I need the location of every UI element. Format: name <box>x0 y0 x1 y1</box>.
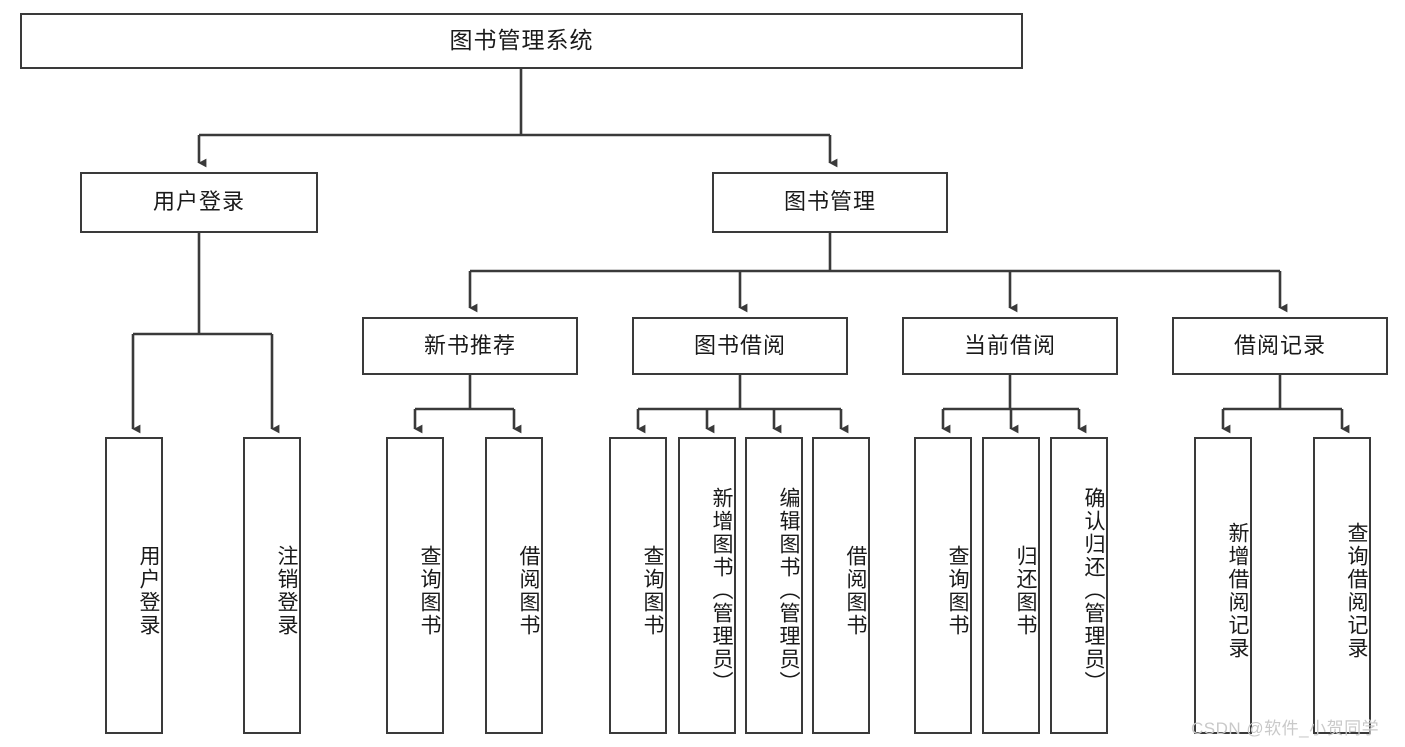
node-book-management[interactable]: 图书管理 <box>712 172 948 233</box>
leaf-borrow-book[interactable]: 借阅图书 <box>812 437 870 734</box>
node-label: 新增图书（管理员） <box>710 487 733 694</box>
node-label: 用户登录 <box>152 189 245 215</box>
node-label: 查询借阅记录 <box>1345 521 1368 660</box>
node-label: 图书管理系统 <box>449 27 594 54</box>
leaf-query-book-recommend[interactable]: 查询图书 <box>386 437 444 734</box>
leaf-query-book-borrow[interactable]: 查询图书 <box>609 437 667 734</box>
node-label: 注销登录 <box>275 544 298 637</box>
node-label: 编辑图书（管理员） <box>777 487 800 694</box>
node-label: 图书借阅 <box>693 332 786 358</box>
leaf-logout[interactable]: 注销登录 <box>243 437 301 734</box>
leaf-return-book[interactable]: 归还图书 <box>982 437 1040 734</box>
leaf-edit-book-admin[interactable]: 编辑图书（管理员） <box>745 437 803 734</box>
leaf-add-book-admin[interactable]: 新增图书（管理员） <box>678 437 736 734</box>
node-new-book-recommend[interactable]: 新书推荐 <box>362 317 578 375</box>
leaf-query-borrow-record[interactable]: 查询借阅记录 <box>1313 437 1371 734</box>
node-label: 当前借阅 <box>963 332 1056 358</box>
leaf-query-book-current[interactable]: 查询图书 <box>914 437 972 734</box>
node-label: 借阅图书 <box>517 544 540 637</box>
leaf-add-borrow-record[interactable]: 新增借阅记录 <box>1194 437 1252 734</box>
leaf-confirm-return-admin[interactable]: 确认归还（管理员） <box>1050 437 1108 734</box>
node-current-borrow[interactable]: 当前借阅 <box>902 317 1118 375</box>
node-label: 查询图书 <box>946 544 969 637</box>
node-root-system[interactable]: 图书管理系统 <box>20 13 1023 69</box>
node-label: 查询图书 <box>418 544 441 637</box>
node-label: 图书管理 <box>783 189 876 215</box>
node-label: 借阅图书 <box>844 544 867 637</box>
node-label: 借阅记录 <box>1233 332 1326 358</box>
leaf-user-login[interactable]: 用户登录 <box>105 437 163 734</box>
node-label: 归还图书 <box>1014 544 1037 637</box>
node-label: 用户登录 <box>137 544 160 637</box>
node-borrow-record[interactable]: 借阅记录 <box>1172 317 1388 375</box>
node-book-borrow[interactable]: 图书借阅 <box>632 317 848 375</box>
node-label: 新增借阅记录 <box>1226 521 1249 660</box>
node-label: 新书推荐 <box>423 332 516 358</box>
leaf-borrow-book-recommend[interactable]: 借阅图书 <box>485 437 543 734</box>
node-label: 查询图书 <box>641 544 664 637</box>
node-label: 确认归还（管理员） <box>1082 487 1105 694</box>
csdn-watermark: CSDN @软件_小贺同学 <box>1191 719 1380 738</box>
node-user-login[interactable]: 用户登录 <box>80 172 318 233</box>
